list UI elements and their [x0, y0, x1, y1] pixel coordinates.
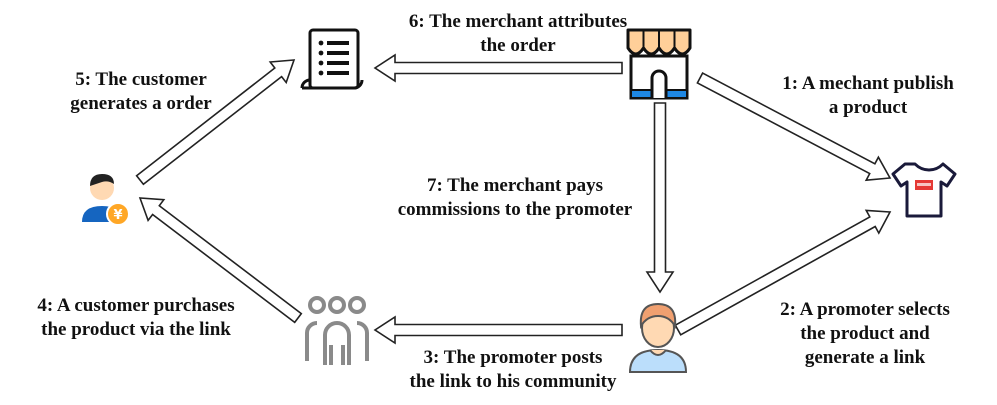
- promoter-avatar-icon: [628, 302, 688, 373]
- arrow-customer-to-order: [135, 59, 296, 186]
- arrow-promoter-to-community: [373, 315, 623, 345]
- arrow-merchant-to-product: [696, 72, 892, 182]
- coin-glyph: ¥: [113, 208, 122, 223]
- arrow-community-to-customer: [138, 197, 303, 324]
- arrows: [135, 53, 892, 345]
- arrow-merchant-to-order: [373, 53, 623, 83]
- customer-coin-icon: ¥: [82, 174, 130, 226]
- arrow-merchant-to-promoter: [645, 102, 675, 294]
- store-icon: [626, 28, 692, 100]
- receipt-icon: [300, 28, 364, 90]
- arrow-promoter-to-product: [674, 209, 892, 336]
- group-icon: [305, 296, 369, 365]
- tshirt-icon: [891, 162, 957, 218]
